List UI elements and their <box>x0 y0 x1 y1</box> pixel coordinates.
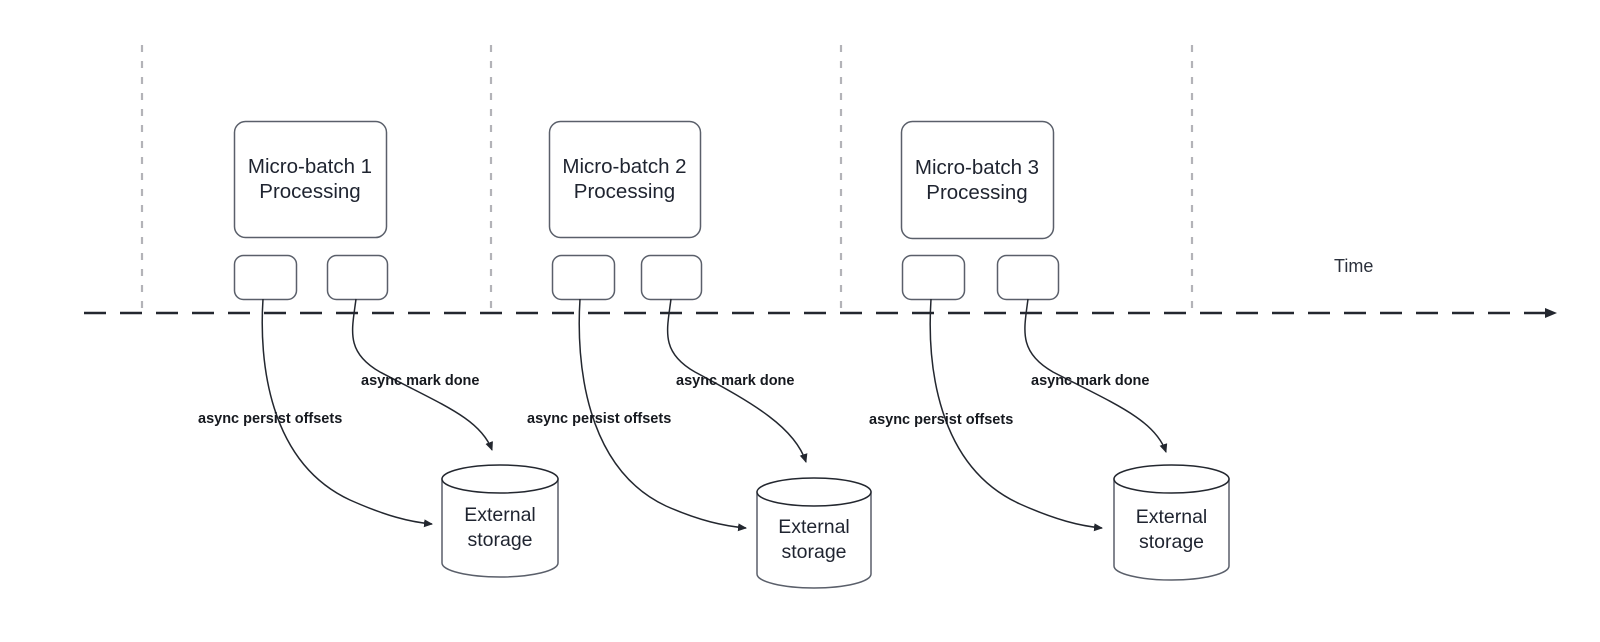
shapes-group <box>233 120 1230 589</box>
persist-edge-3-label: async persist offsets <box>869 412 1014 428</box>
markdone-edge-3-label: async mark done <box>1031 373 1150 389</box>
storage-top-3 <box>1113 464 1230 494</box>
markdone-edge-2 <box>666 298 808 463</box>
task-box-3a[interactable] <box>901 254 966 301</box>
task-box-1a[interactable] <box>233 254 298 301</box>
storage-body-2 <box>756 491 872 589</box>
persist-edge-3 <box>929 298 1103 532</box>
persist-edge-2-label: async persist offsets <box>527 411 672 427</box>
persist-edge-1 <box>261 298 433 528</box>
storage-cylinder-3[interactable] <box>1113 464 1230 581</box>
storage-body-1 <box>441 478 559 578</box>
task-box-3b[interactable] <box>996 254 1060 301</box>
task-box-2b[interactable] <box>640 254 703 301</box>
process-box-3[interactable] <box>900 120 1055 240</box>
markdone-edge-1 <box>351 298 493 451</box>
storage-body-3 <box>1113 478 1230 581</box>
markdone-edge-2-label: async mark done <box>676 373 795 389</box>
storage-cylinder-1[interactable] <box>441 464 559 578</box>
storage-top-2 <box>756 477 872 507</box>
process-box-1[interactable] <box>233 120 388 239</box>
process-box-2[interactable] <box>548 120 702 239</box>
markdone-edge-3 <box>1024 298 1168 453</box>
persist-edge-1-label: async persist offsets <box>198 411 343 427</box>
guide-lines-group <box>140 45 1194 315</box>
persist-edge-2 <box>578 298 747 532</box>
edges-group <box>261 298 1168 532</box>
storage-top-1 <box>441 464 559 494</box>
storage-cylinder-2[interactable] <box>756 477 872 589</box>
time-axis-label: Time <box>1334 256 1374 276</box>
markdone-edge-1-label: async mark done <box>361 373 480 389</box>
task-box-2a[interactable] <box>551 254 616 301</box>
task-box-1b[interactable] <box>326 254 389 301</box>
